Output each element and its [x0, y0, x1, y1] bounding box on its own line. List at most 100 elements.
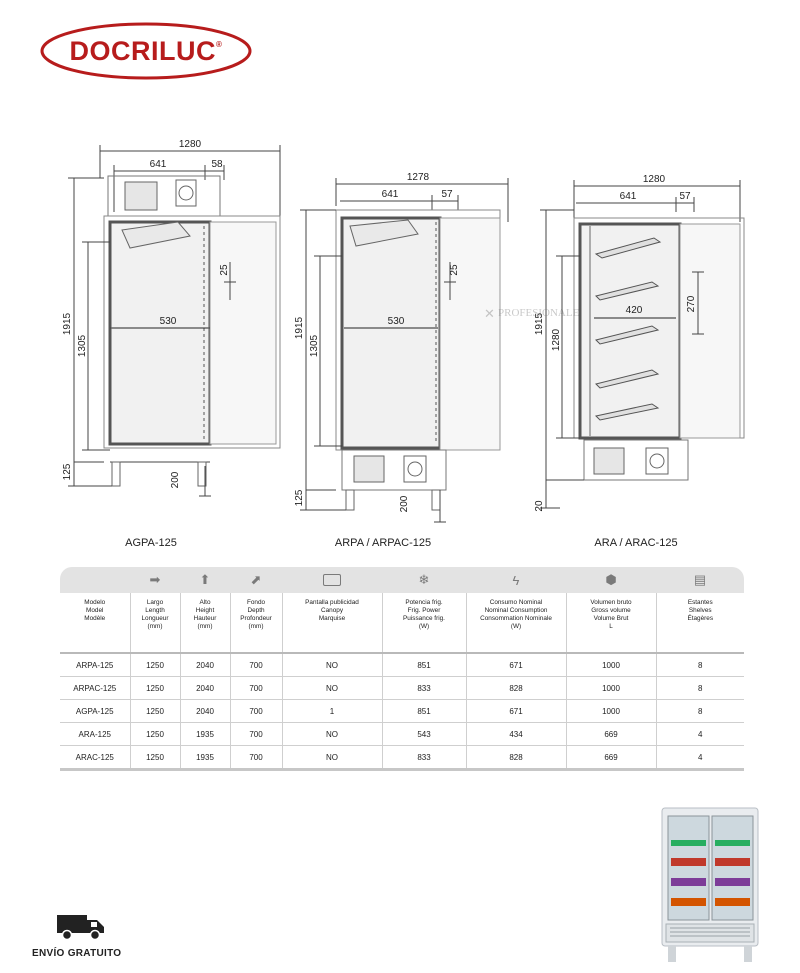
dim-depth: 641 — [620, 191, 637, 202]
column-header-line: Pantalla publicidad — [305, 599, 359, 606]
table-cell: 543 — [382, 722, 467, 746]
column-header-line: Length — [145, 607, 165, 614]
table-cell: 833 — [382, 676, 467, 700]
dim-depth: 641 — [150, 159, 167, 170]
column-header-line: Fondo — [246, 599, 266, 606]
column-header-line: Modelo — [84, 599, 106, 606]
drawing-arpa — [300, 178, 509, 523]
table-cell: AGPA-125 — [60, 699, 131, 723]
arrow-right-icon: ➡ — [149, 572, 161, 587]
dim-base: 200 — [170, 471, 181, 488]
dim-inner-width: 530 — [388, 316, 405, 327]
dim-shelf-gap: 25 — [449, 264, 460, 276]
dim-inner-width: 420 — [626, 305, 643, 316]
column-header-line: Canopy — [320, 607, 344, 614]
table-cell: 1 — [282, 699, 383, 723]
table-cell: 8 — [656, 653, 744, 677]
dim-depth: 641 — [382, 189, 399, 200]
column-header-line: Estantes — [687, 599, 713, 606]
table-cell: 851 — [382, 699, 467, 723]
drawing-ara — [540, 180, 745, 509]
column-header-line: Volumen bruto — [590, 599, 632, 606]
table-cell: NO — [282, 676, 383, 700]
table-cell: 4 — [656, 745, 744, 771]
dim-shelf-gap: 25 — [219, 264, 230, 276]
column-header-line: Gross volume — [591, 607, 631, 614]
table-cell: 1250 — [130, 745, 181, 771]
table-cell: ARPAC-125 — [60, 676, 131, 700]
column-header-line: Largo — [146, 599, 164, 606]
column-header-line: Model — [86, 607, 104, 614]
table-cell: NO — [282, 653, 383, 677]
drawing-caption: ARA / ARAC-125 — [594, 537, 677, 549]
column-header-line: Puissance frig. — [403, 615, 445, 622]
table-cell: 1250 — [130, 722, 181, 746]
column-header-line: Profondeur — [240, 615, 272, 622]
column-header-line: (mm) — [147, 623, 163, 630]
column-header-line: (W) — [418, 623, 430, 630]
table-cell: 434 — [466, 722, 567, 746]
drawing-caption: ARPA / ARPAC-125 — [335, 537, 431, 549]
table-cell: 671 — [466, 699, 567, 723]
table-cell: 669 — [566, 722, 657, 746]
table-cell: 828 — [466, 676, 567, 700]
table-cell: 1935 — [180, 745, 231, 771]
column-header-line: Volume Brut — [593, 615, 629, 622]
table-cell: ARAC-125 — [60, 745, 131, 771]
table-cell: ARA-125 — [60, 722, 131, 746]
table-cell: NO — [282, 745, 383, 771]
dim-gap: 58 — [211, 159, 223, 170]
column-header-line: Hauteur — [193, 615, 217, 622]
column-header-line: Alto — [199, 599, 211, 606]
dim-legs: 125 — [62, 463, 73, 480]
spec-icon-header: ➡ ⬆ ⬈ ❄ ϟ ⬢ ▤ — [60, 567, 744, 593]
drawing-caption: AGPA-125 — [125, 537, 177, 549]
dim-base: 200 — [399, 495, 410, 512]
registered-mark: ® — [216, 40, 223, 49]
dim-total-width: 1280 — [179, 139, 202, 150]
dim-inner-height: 1305 — [309, 334, 320, 357]
table-cell: 700 — [230, 722, 283, 746]
table-cell: 833 — [382, 745, 467, 771]
cube-icon: ⬢ — [605, 572, 617, 587]
table-cell: 2040 — [180, 653, 231, 677]
shelves-icon: ▤ — [693, 572, 707, 587]
dim-height: 1915 — [294, 316, 305, 339]
truck-icon — [55, 913, 107, 941]
table-cell: 700 — [230, 676, 283, 700]
column-header-line: Depth — [247, 607, 265, 614]
column-header-line: Marquise — [318, 615, 346, 622]
table-cell: 8 — [656, 676, 744, 700]
column-header-line: Height — [195, 607, 215, 614]
logo-ellipse — [40, 22, 252, 80]
table-cell: NO — [282, 722, 383, 746]
column-header-line: (W) — [510, 623, 522, 630]
column-header-line: Longueur — [141, 615, 169, 622]
brand-logo: DOCRILUC® — [40, 22, 252, 80]
table-cell: 671 — [466, 653, 567, 677]
table-cell: 1000 — [566, 676, 657, 700]
arrow-up-icon: ⬆ — [199, 572, 211, 587]
column-header-line: Consumo Nominal — [489, 599, 543, 606]
column-header-line: Étagères — [687, 615, 714, 622]
dim-legs: 20 — [534, 500, 545, 512]
refrigerator-icon — [656, 806, 764, 966]
screen-icon — [282, 567, 382, 593]
table-cell: 1000 — [566, 699, 657, 723]
table-cell: 700 — [230, 699, 283, 723]
table-cell: 1935 — [180, 722, 231, 746]
dim-total-width: 1280 — [643, 174, 666, 185]
brand-name: DOCRILUC — [69, 35, 217, 66]
table-cell: 700 — [230, 745, 283, 771]
